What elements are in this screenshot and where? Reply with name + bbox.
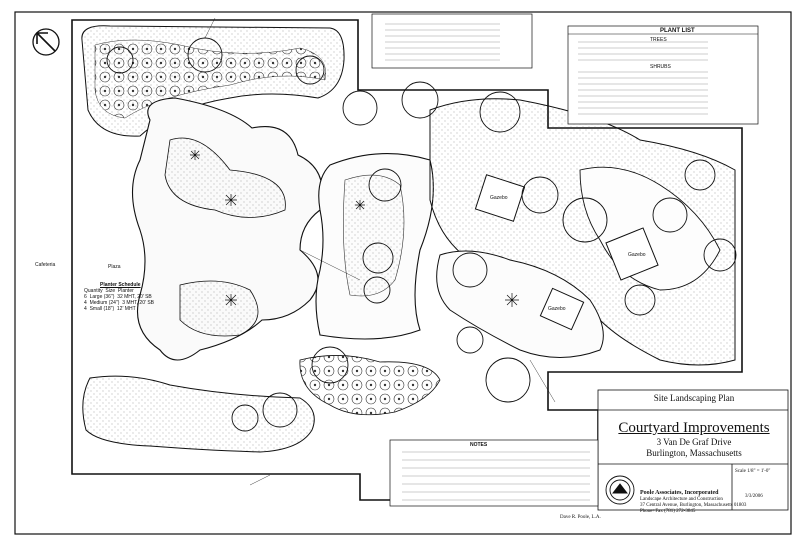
schedule-cell: 3 MHT, 20' SB — [122, 300, 154, 306]
drawing-date: 3/3/2006 — [745, 494, 763, 499]
plant-list-trees-heading: TREES — [650, 37, 667, 43]
schedule-title: Planter Schedule — [100, 282, 141, 288]
project-title: Courtyard Improvements — [618, 420, 770, 436]
gazebo-label-3: Gazebo — [548, 306, 566, 312]
plant-list-title: PLANT LIST — [660, 28, 695, 34]
schedule-row: 4 Small (18") 12' MHT — [84, 306, 154, 312]
schedule-cell: 32 MHT, 20' SB — [117, 294, 152, 300]
gazebo-2 — [605, 227, 659, 281]
firm-phone: Phone+Fax (781) 272-3845 — [640, 509, 696, 514]
cafeteria-label: Cafeteria — [35, 262, 56, 268]
south-west-planting-bed — [82, 375, 315, 453]
schedule-cell: 12' MHT — [116, 306, 136, 312]
firm-logo — [605, 475, 635, 505]
gazebo-1 — [474, 174, 526, 222]
planter-schedule: Planter Schedule Quantity Size Planter 6… — [84, 282, 154, 312]
notes-title: NOTES — [470, 442, 488, 448]
firm-info: Poole Associates, Incorporated Landscape… — [640, 490, 746, 515]
schedule-cell: 4 — [84, 300, 87, 306]
schedule-header-row: Quantity Size Planter — [84, 288, 154, 294]
site-boundary — [71, 19, 743, 501]
schedule-header-cell: Quantity — [84, 288, 103, 294]
schedule-row: 6 Large (36") 32 MHT, 20' SB — [84, 294, 154, 300]
firm-tagline: Landscape Architecture and Construction — [640, 497, 723, 502]
plaza-label: Plaza — [108, 264, 121, 270]
title-block: Courtyard Improvements 3 Van De Graf Dri… — [602, 420, 786, 459]
schedule-header-cell: Planter — [117, 288, 134, 294]
schedule-cell: 6 — [84, 294, 87, 300]
firm-name: Poole Associates, Incorporated — [640, 490, 719, 496]
schedule-cell: Small (18") — [89, 306, 115, 312]
project-address: 3 Van De Graf Drive — [656, 437, 732, 447]
schedule-header-cell: Size — [105, 288, 116, 294]
schedule-cell: Large (36") — [89, 294, 115, 300]
schedule-cell: Medium (24") — [89, 300, 120, 306]
gazebo-label-2: Gazebo — [628, 252, 646, 258]
firm-address: 37 Central Avenue, Burlington, Massachus… — [640, 503, 747, 508]
north-arrow-icon — [32, 28, 60, 56]
sheet-title: Site Landscaping Plan — [653, 393, 735, 403]
project-city: Burlington, Massachusetts — [646, 448, 742, 458]
gazebo-3 — [539, 287, 585, 331]
designer-name: Dave R. Poole, L.A. — [560, 515, 601, 520]
gazebo-label-1: Gazebo — [490, 195, 508, 201]
drawing-scale: Scale 1/8" = 1'-0" — [735, 469, 771, 474]
schedule-row: 4 Medium (24") 3 MHT, 20' SB — [84, 300, 154, 306]
schedule-cell: 4 — [84, 306, 87, 312]
plant-list-shrubs-heading: SHRUBS — [650, 64, 671, 70]
